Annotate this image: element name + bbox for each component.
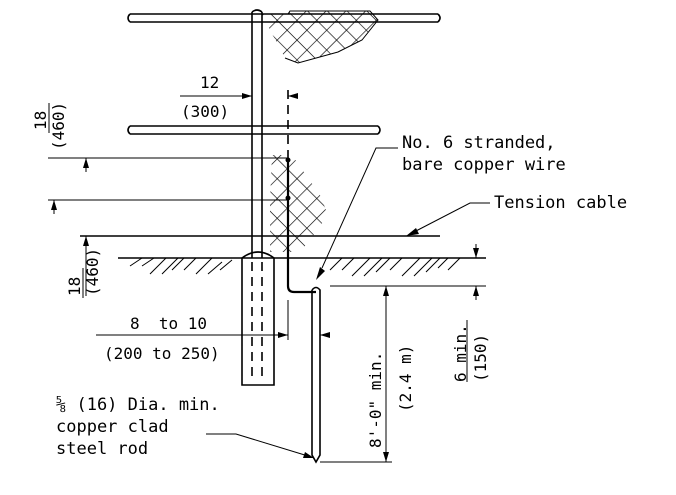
rod-label-line2: copper clad	[56, 417, 169, 437]
dim-rail-offset: 12 (300)	[180, 73, 298, 121]
rod-depth-ft-text: 8'-0" min.	[366, 352, 385, 448]
upper-spacing-in-text: 18	[31, 111, 50, 130]
ground-rod	[311, 286, 321, 464]
lower-spacing-in-text: 18	[65, 277, 84, 296]
post-to-rod-mm-text: (200 to 250)	[104, 344, 220, 363]
dim-cable-to-ground: 18 (460)	[65, 236, 102, 298]
wire-label-line2: bare copper wire	[402, 155, 566, 175]
burial-mm-text: (150)	[471, 334, 490, 382]
middle-rail	[127, 125, 381, 135]
ground-wire	[285, 157, 316, 294]
chain-link-fabric-top	[262, 10, 379, 64]
dim-rail-spacing-upper: 18 (460)	[31, 102, 288, 214]
ground-surface	[118, 257, 486, 277]
rail-offset-mm-text: (300)	[181, 102, 229, 121]
rod-depth-m-text: (2.4 m)	[396, 345, 415, 412]
dim-burial-depth: 6 min. (150)	[451, 244, 490, 382]
wire-label-line1: No. 6 stranded,	[402, 133, 556, 153]
callout-copper-wire: No. 6 stranded, bare copper wire	[316, 133, 566, 280]
callout-tension-cable: Tension cable	[406, 193, 627, 236]
dim-post-to-rod: 8 to 10 (200 to 250)	[96, 300, 330, 363]
rail-offset-in-text: 12	[200, 73, 219, 92]
post-to-rod-in-text: 8 to 10	[130, 314, 207, 333]
rod-label-line1: ⅝ (16) Dia. min.	[56, 395, 220, 415]
callout-ground-rod: ⅝ (16) Dia. min. copper clad steel rod	[56, 395, 314, 459]
tension-cable-label: Tension cable	[494, 193, 627, 213]
burial-in-text: 6 min.	[451, 324, 470, 382]
chain-link-fabric-bottom	[270, 155, 328, 252]
post-foundation	[241, 251, 275, 386]
line-post	[251, 9, 263, 258]
upper-spacing-mm-text: (460)	[49, 102, 68, 150]
lower-spacing-mm-text: (460)	[83, 248, 102, 296]
rod-label-line3: steel rod	[56, 439, 148, 459]
dim-rod-depth: 8'-0" min. (2.4 m)	[320, 285, 486, 463]
